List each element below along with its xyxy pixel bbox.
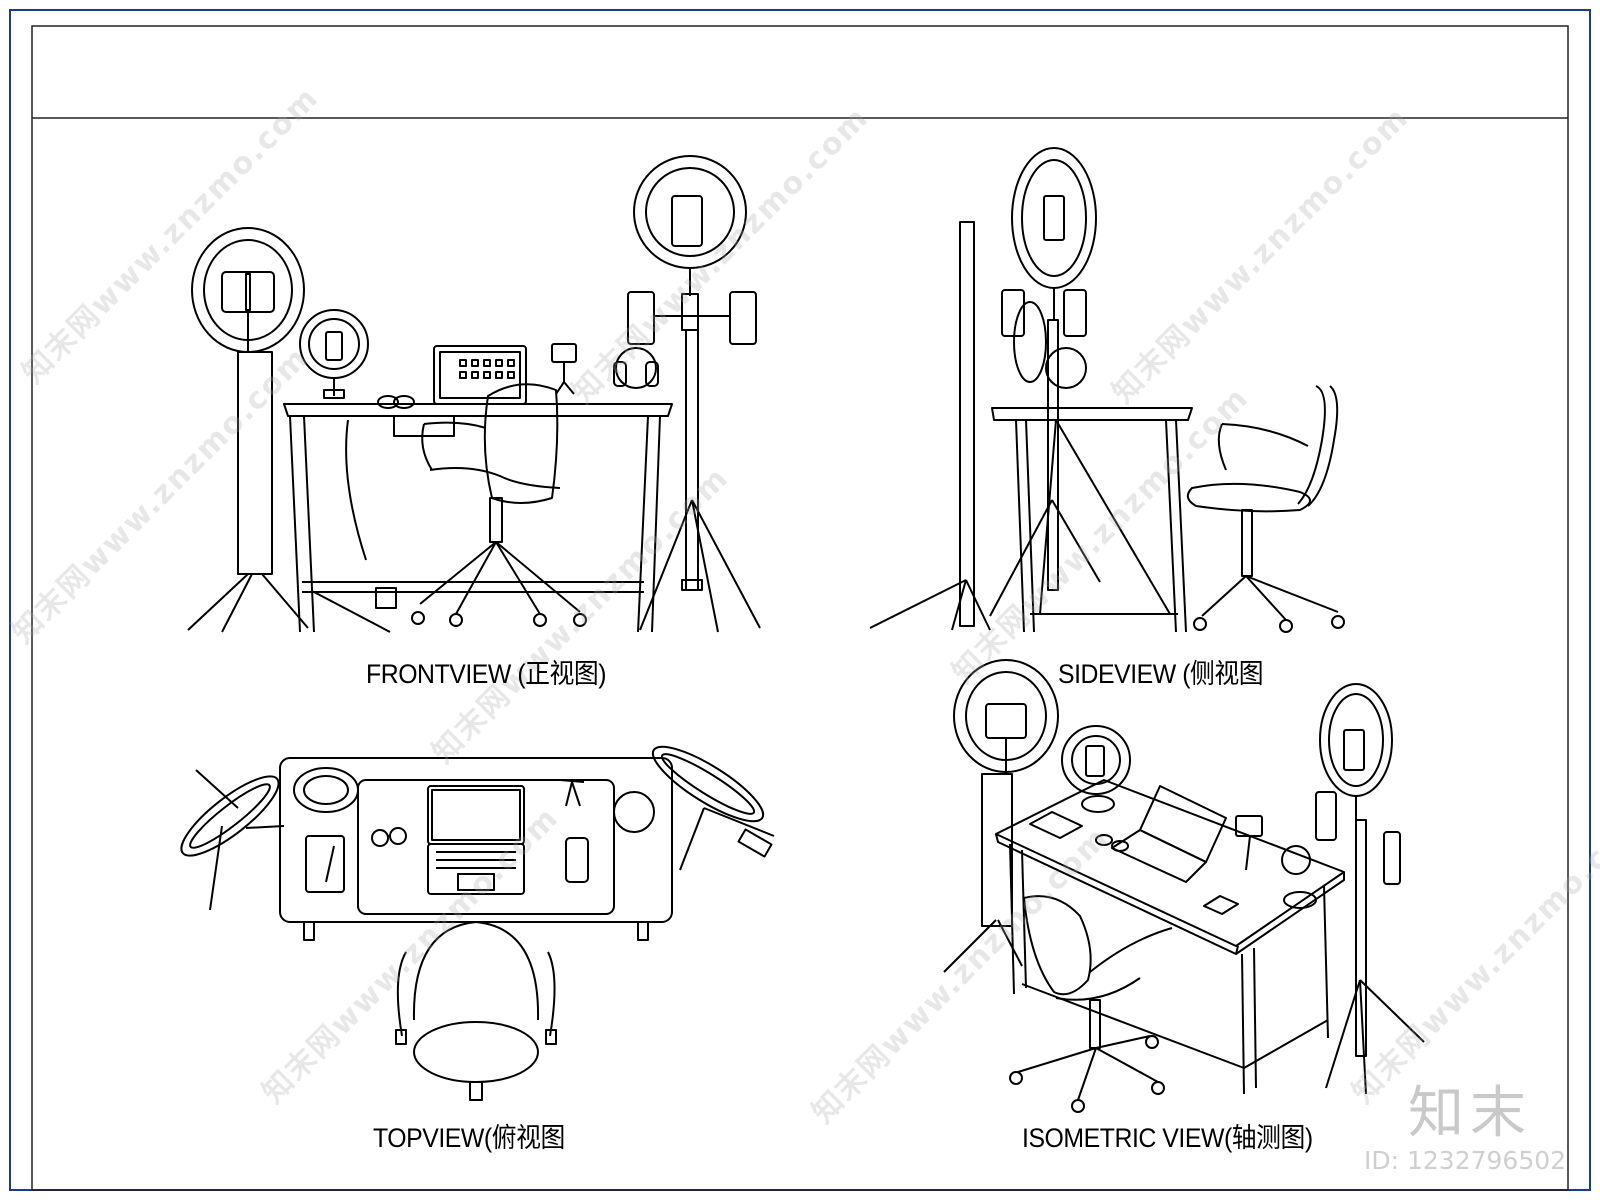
top-view-caption: TOPVIEW(俯视图 — [373, 1123, 565, 1153]
isometric-view-drawing — [943, 659, 1425, 1113]
front-view-drawing — [187, 155, 761, 633]
ring-light-left — [187, 227, 309, 633]
brand-logo: 知末 — [1408, 1081, 1532, 1146]
glasses-top — [371, 827, 407, 847]
ring-light-side-tall — [869, 221, 991, 631]
laptop-iso — [1111, 785, 1227, 883]
front-view-caption: FRONTVIEW (正视图) — [366, 659, 607, 689]
notebook-top — [305, 835, 345, 893]
items-iso — [1029, 811, 1317, 915]
brand-id: ID: 1232796502 — [1364, 1146, 1567, 1175]
laptop-front — [377, 345, 527, 409]
desk-iso — [995, 779, 1345, 1095]
sheet-frame — [9, 9, 1591, 1191]
ring-light-iso-right — [1315, 683, 1425, 1095]
ring-light-top-left — [180, 767, 359, 911]
ring-light-iso-left — [943, 659, 1059, 973]
side-view-caption: SIDEVIEW (侧视图 — [1058, 659, 1264, 689]
ring-light-top-right — [559, 745, 775, 871]
chair-iso — [1009, 895, 1173, 1113]
ring-light-small — [299, 309, 369, 399]
laptop-top — [427, 785, 525, 895]
chair-top — [395, 921, 557, 1101]
chair-front — [411, 383, 587, 627]
phone-top — [565, 837, 589, 883]
ring-light-right — [613, 155, 761, 633]
desk-side — [991, 407, 1193, 633]
side-view-drawing — [869, 147, 1345, 633]
isometric-view-caption: ISOMETRIC VIEW(轴测图) — [1022, 1123, 1313, 1153]
chair-side — [1186, 385, 1345, 633]
top-view-drawing — [180, 745, 775, 1101]
phone-tripod-front — [551, 343, 577, 395]
ring-light-iso-small — [1061, 725, 1131, 813]
